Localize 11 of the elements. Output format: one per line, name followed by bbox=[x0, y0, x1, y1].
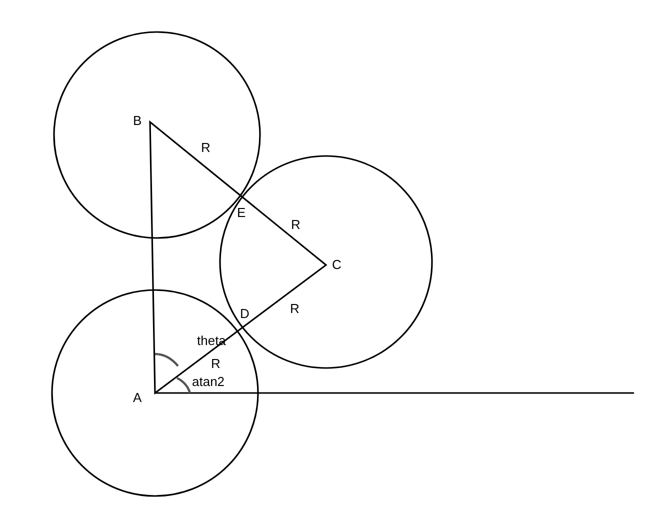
length-label: R bbox=[201, 140, 210, 155]
point-label: E bbox=[237, 205, 246, 220]
angle-label: theta bbox=[197, 333, 226, 348]
length-label: R bbox=[211, 356, 220, 371]
length-label: R bbox=[290, 301, 300, 316]
point-label: B bbox=[133, 113, 142, 128]
point-label: D bbox=[240, 306, 250, 321]
point-label: C bbox=[332, 257, 342, 272]
angle-label: atan2 bbox=[192, 374, 225, 389]
point-label: A bbox=[133, 390, 142, 405]
length-label: R bbox=[291, 217, 300, 232]
